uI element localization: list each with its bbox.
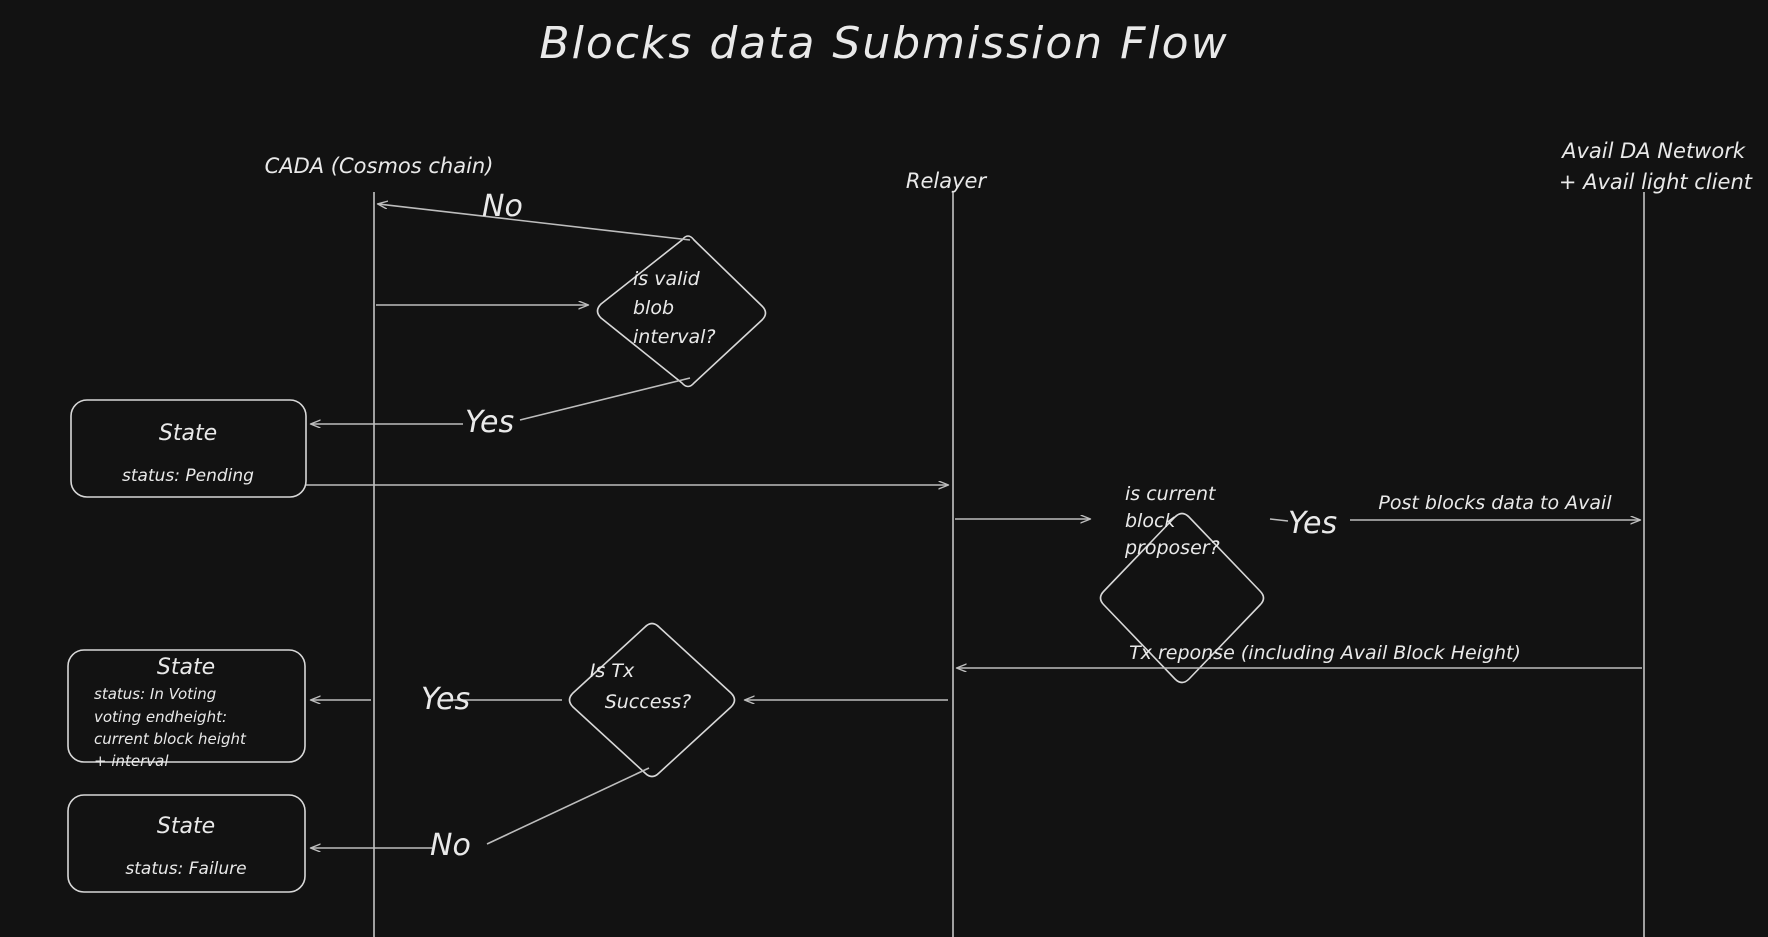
state-pending-title: State <box>159 421 217 446</box>
state-in-voting-box <box>67 649 306 763</box>
edge-label-yes-tx: Yes <box>421 682 470 717</box>
edge-label-no-tx: No <box>430 828 471 863</box>
state-failure-title: State <box>157 814 215 839</box>
state-failure-box <box>67 794 306 893</box>
decision-current-block-proposer-shape <box>1099 512 1265 684</box>
decision-valid-blob-interval-shape <box>596 235 767 388</box>
decision-valid-blob-interval-line2: blob <box>633 297 674 319</box>
decision-is-tx-success-line2: Success? <box>605 691 692 713</box>
edge-proposer-yes-connector <box>1269 518 1289 522</box>
decision-is-tx-success-shape <box>568 622 736 778</box>
state-pending-status: status: Pending <box>122 466 254 486</box>
edge-blob-decision-no-to-cada <box>378 204 691 241</box>
state-in-voting-line4: + interval <box>94 752 169 770</box>
decision-current-block-proposer-line2: block <box>1125 510 1176 532</box>
decision-current-block-proposer-line3: proposer? <box>1124 537 1220 559</box>
edge-label-yes-proposer: Yes <box>1288 506 1337 541</box>
decision-is-tx-success-line1: Is Tx <box>590 660 635 682</box>
page-title: Blocks data Submission Flow <box>539 18 1228 69</box>
state-failure-status: status: Failure <box>125 859 246 879</box>
state-in-voting-line2: voting endheight: <box>94 708 227 726</box>
decision-current-block-proposer-line1: is current <box>1125 483 1217 505</box>
lane-label-avail-line2: + Avail light client <box>1559 170 1753 194</box>
state-in-voting-line1: status: In Voting <box>94 685 216 703</box>
state-pending-box <box>70 399 307 498</box>
edge-label-no-top: No <box>482 189 523 224</box>
state-in-voting-line3: current block height <box>94 730 247 748</box>
decision-valid-blob-interval-line3: interval? <box>633 326 716 348</box>
state-in-voting-title: State <box>157 655 215 680</box>
edge-blob-decision-yes-line <box>519 377 691 421</box>
lane-label-cada: CADA (Cosmos chain) <box>265 154 494 178</box>
edge-tx-no-line <box>486 767 650 845</box>
lane-label-avail-line1: Avail DA Network <box>1560 139 1746 163</box>
lane-label-relayer: Relayer <box>906 169 988 193</box>
edge-label-post-blocks: Post blocks data to Avail <box>1378 492 1612 514</box>
lane-lifelines <box>373 192 1645 937</box>
edge-label-yes-blob: Yes <box>465 405 514 440</box>
edge-label-tx-response: Tx reponse (including Avail Block Height… <box>1129 642 1521 664</box>
decision-valid-blob-interval-line1: is valid <box>633 268 701 290</box>
